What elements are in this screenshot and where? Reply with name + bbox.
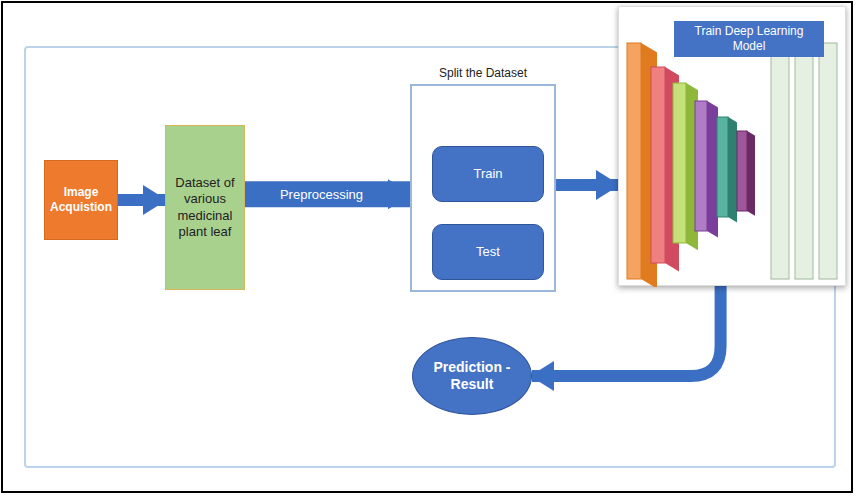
node-text: Image Acquistion	[49, 185, 113, 215]
node-text: Prediction - Result	[417, 359, 527, 394]
process-box: Dataset of various medicinal plant leaf	[165, 125, 245, 290]
flow-arrow	[118, 194, 165, 206]
process-box: Test	[432, 224, 544, 280]
flow-arrow	[556, 179, 618, 191]
process-box: Train	[432, 146, 544, 202]
model-label: Train Deep Learning Model	[674, 21, 824, 57]
group-heading: Split the Dataset	[412, 66, 554, 81]
node-text: Test	[476, 244, 500, 260]
node-text: Dataset of various medicinal plant leaf	[170, 175, 240, 240]
flow-arrow	[532, 286, 721, 376]
edge-label: Preprocessing	[278, 187, 365, 202]
process-box: Image Acquistion	[44, 160, 118, 240]
result-ellipse: Prediction - Result	[412, 337, 532, 415]
flow-arrow	[245, 181, 410, 207]
node-text: Train	[473, 166, 502, 182]
model-panel: Train Deep Learning Model	[618, 6, 846, 286]
group-box: Split the DatasetTrainTest	[410, 84, 556, 292]
